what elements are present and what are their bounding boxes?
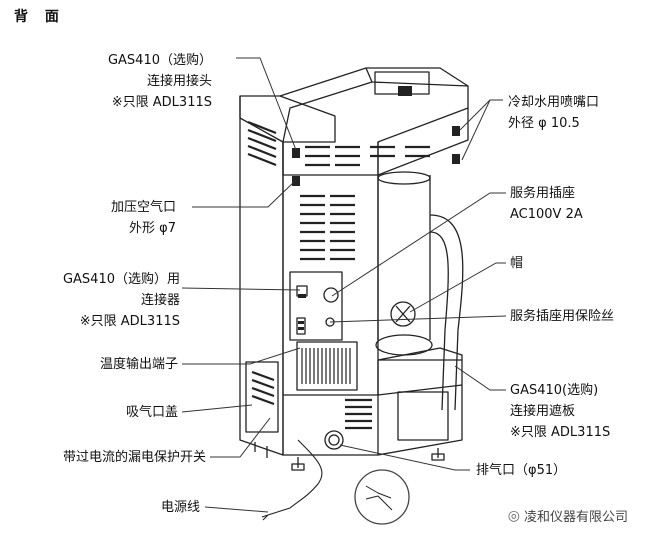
leader-pressure-air: [192, 179, 297, 208]
label-gas410-connector: GAS410（选购）用 连接器 ※只限 ADL311S: [62, 272, 180, 329]
power-cord: [267, 439, 323, 516]
leader-service-outlet: [331, 192, 506, 297]
leader-temp-terminal: [182, 347, 301, 365]
label-gas410-joint: GAS410（选购） 连接用接头 ※只限 ADL311S: [107, 53, 212, 110]
foot-right: [297, 448, 439, 468]
leader-gas410-connector: [181, 287, 301, 291]
label-exhaust: 排气口（φ51）: [476, 463, 567, 478]
leader-cooling-nozzle-b: [461, 99, 503, 161]
label-breaker: 带过电流的漏电保护开关: [62, 450, 206, 465]
foot-left: [254, 442, 268, 458]
leader-outlet-fuse: [329, 315, 507, 323]
label-cooling-nozzle: 冷却水用喷嘴口 外径 φ 10.5: [508, 95, 600, 131]
wechat-icon: ◎: [507, 507, 520, 524]
leader-gas410-joint: [236, 57, 297, 151]
label-pressure-air: 加压空气口 外形 φ7: [110, 200, 176, 236]
cap: [390, 301, 416, 327]
upper-housing: [279, 67, 469, 176]
watermark: ◎ 凌和仪器有限公司: [507, 506, 628, 526]
label-power-cord: 电源线: [160, 500, 200, 515]
label-gas410-plate: GAS410(选购) 连接用遮板 ※只限 ADL311S: [510, 383, 611, 440]
nozzle-right: [452, 126, 460, 136]
label-outlet-fuse: 服务插座用保险丝: [510, 309, 615, 324]
leader-intake-cover: [181, 404, 253, 413]
chamber: [377, 175, 431, 340]
nozzle-left: [292, 148, 300, 158]
chamber-base: [375, 334, 433, 356]
label-cap: 帽: [510, 256, 524, 271]
leader-exhaust: [339, 444, 470, 471]
label-service-outlet: 服务用插座 AC100V 2A: [510, 186, 583, 222]
page-title: 背 面: [14, 9, 65, 25]
label-intake-cover: 吸气口盖: [125, 405, 178, 420]
leader-gas410-plate: [454, 365, 506, 391]
watermark-text: 凌和仪器有限公司: [523, 510, 628, 525]
leader-breaker: [210, 417, 271, 458]
leader-power-cord: [204, 506, 269, 513]
hose: [429, 214, 464, 411]
exhaust-port: [324, 430, 344, 450]
leader-cooling-nozzle-a: [459, 99, 503, 131]
temp-vent: [296, 341, 358, 391]
connector-panel: [289, 271, 343, 341]
plug-detail: [354, 469, 410, 525]
label-temp-terminal: 温度输出端子: [99, 357, 178, 372]
leader-cap: [409, 262, 506, 313]
